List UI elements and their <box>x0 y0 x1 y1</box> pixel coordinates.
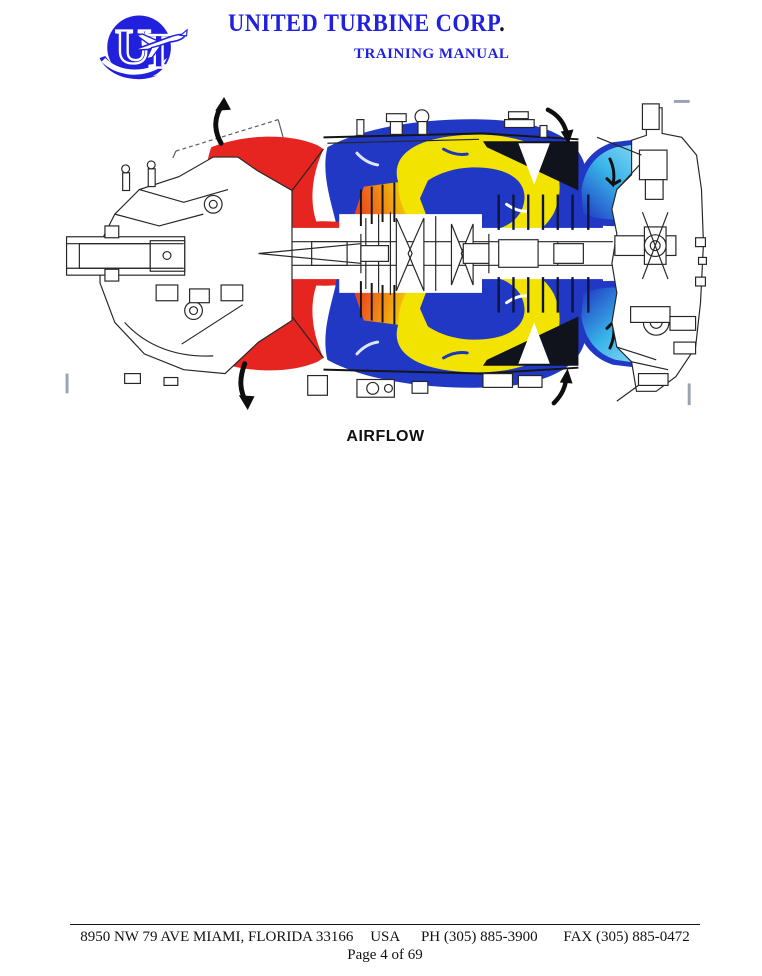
title-period: . <box>499 10 506 37</box>
rotation-arrows <box>213 96 574 411</box>
footer-phone: PH (305) 885-3900 <box>420 929 538 945</box>
page-title: UNITED TURBINE CORP. <box>228 10 505 38</box>
engine-cross-section-diagram <box>65 96 707 411</box>
scan-marks <box>65 99 691 406</box>
footer: 8950 NW 79 AVE MIAMI, FLORIDA 33166 USA … <box>70 924 700 964</box>
united-turbine-logo: U T <box>99 15 188 80</box>
reduction-gearbox-lineart <box>65 148 361 386</box>
footer-fax: FAX (305) 885-0472 <box>563 929 690 945</box>
page-number: Page 4 of 69 <box>347 947 423 963</box>
footer-address-line: 8950 NW 79 AVE MIAMI, FLORIDA 33166 USA … <box>70 929 700 946</box>
dashed-reference-line <box>172 119 284 159</box>
logo-monogram: U T <box>114 17 177 80</box>
bottom-casing-lineart <box>307 366 579 398</box>
airflow-figure <box>63 96 708 411</box>
logo-airplane-icon <box>132 28 188 60</box>
title-text: UNITED TURBINE CORP <box>228 10 500 37</box>
figure-caption: AIRFLOW <box>346 428 425 445</box>
accessory-gearbox-lineart <box>596 103 707 402</box>
top-casing-lineart <box>323 109 579 144</box>
engine-lineart <box>65 96 707 411</box>
footer-country: USA <box>370 929 401 945</box>
svg-text:T: T <box>142 23 175 79</box>
footer-address: 8950 NW 79 AVE MIAMI, FLORIDA 33166 <box>80 929 354 945</box>
page-subtitle: TRAINING MANUAL <box>354 46 510 62</box>
